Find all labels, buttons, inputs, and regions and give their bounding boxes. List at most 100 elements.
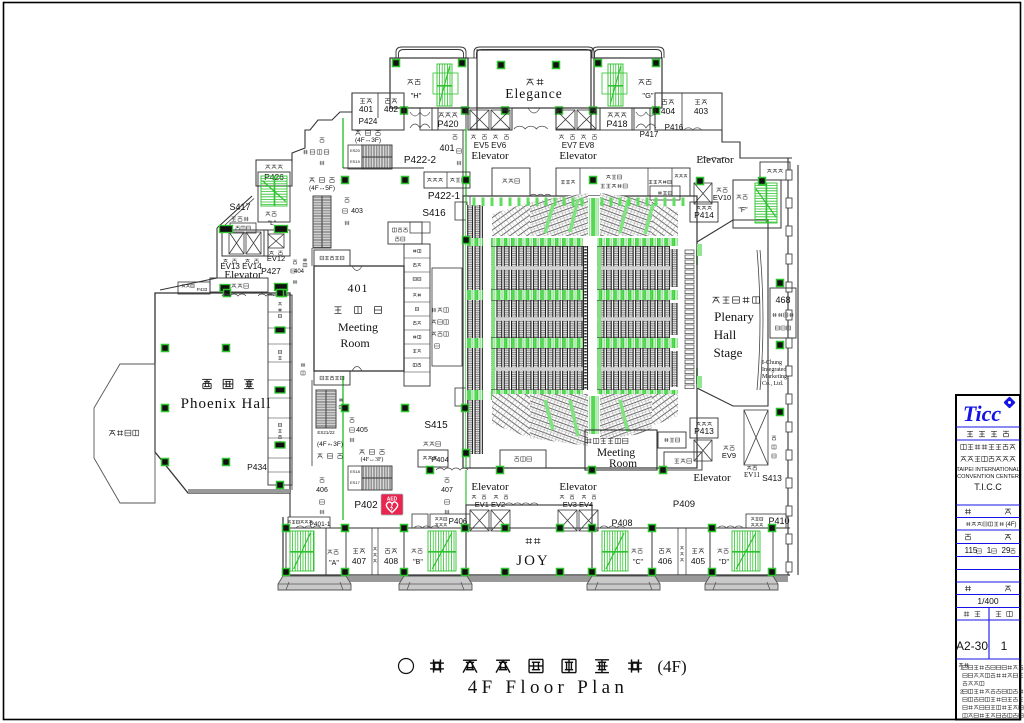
svg-text:P434: P434 xyxy=(247,462,267,472)
svg-text:405: 405 xyxy=(356,427,368,434)
svg-text:(4F): (4F) xyxy=(1006,522,1017,528)
svg-text:406: 406 xyxy=(658,556,672,566)
svg-text:Hall: Hall xyxy=(714,327,737,342)
svg-text:ES18: ES18 xyxy=(350,469,361,474)
svg-text:"A": "A" xyxy=(329,560,339,567)
svg-text:P418: P418 xyxy=(606,119,627,129)
svg-text:EV13 EV14: EV13 EV14 xyxy=(220,262,262,271)
svg-text:407: 407 xyxy=(352,556,366,566)
svg-text:(4F↔3F): (4F↔3F) xyxy=(317,441,343,448)
svg-text:(4F↔3F): (4F↔3F) xyxy=(355,137,381,144)
svg-text:P414: P414 xyxy=(694,210,714,220)
svg-text:406: 406 xyxy=(316,487,328,494)
svg-text:Elevator: Elevator xyxy=(559,150,597,162)
svg-text:P417: P417 xyxy=(640,130,659,139)
svg-text:402: 402 xyxy=(384,104,398,114)
svg-text:P409: P409 xyxy=(673,499,695,510)
svg-text:S415: S415 xyxy=(424,420,448,431)
svg-text:EV5 EV6: EV5 EV6 xyxy=(474,141,507,150)
svg-text:EV10: EV10 xyxy=(713,193,731,202)
svg-text:ES17: ES17 xyxy=(350,480,361,485)
svg-text:Marketing: Marketing xyxy=(762,374,787,380)
svg-text:Meeting: Meeting xyxy=(338,320,378,334)
svg-text:Meeting: Meeting xyxy=(597,447,636,459)
svg-text:P413: P413 xyxy=(694,426,714,436)
svg-text:Elevator: Elevator xyxy=(224,269,262,281)
svg-text:Elevator: Elevator xyxy=(693,472,731,484)
svg-text:"L": "L" xyxy=(268,220,277,227)
svg-text:2.: 2. xyxy=(960,690,964,696)
svg-text:EV1 EV2: EV1 EV2 xyxy=(475,500,505,509)
svg-text:Phoenix Hall: Phoenix Hall xyxy=(181,396,272,412)
svg-text:403: 403 xyxy=(694,106,708,116)
svg-text:Elevator: Elevator xyxy=(471,481,509,493)
svg-text:EV9: EV9 xyxy=(722,451,736,460)
svg-text:A2-30: A2-30 xyxy=(956,639,988,653)
svg-text:P427: P427 xyxy=(261,266,281,276)
svg-text:Room: Room xyxy=(340,336,370,350)
svg-text:TAIPEI INTERNATIONAL: TAIPEI INTERNATIONAL xyxy=(956,467,1019,473)
svg-text:Elevator: Elevator xyxy=(696,154,734,166)
svg-text:JOY: JOY xyxy=(516,553,550,569)
svg-text:1.: 1. xyxy=(960,666,964,672)
svg-text:ES19: ES19 xyxy=(350,159,361,164)
svg-text:"C": "C" xyxy=(633,559,644,566)
svg-text:"G": "G" xyxy=(642,91,653,100)
svg-text:401: 401 xyxy=(359,104,373,114)
svg-text:401: 401 xyxy=(439,143,454,153)
svg-text:403: 403 xyxy=(351,208,363,215)
svg-text:ES20: ES20 xyxy=(350,148,361,153)
svg-text:EV3 EV4: EV3 EV4 xyxy=(563,500,593,509)
svg-text:P410: P410 xyxy=(768,516,789,526)
svg-text:ES21/22: ES21/22 xyxy=(317,430,335,435)
svg-text:401: 401 xyxy=(348,281,369,295)
svg-text:404: 404 xyxy=(661,106,675,116)
svg-text:Stage: Stage xyxy=(714,345,743,360)
svg-text:"D": "D" xyxy=(719,559,730,566)
svg-text:Ticc: Ticc xyxy=(963,401,1001,426)
svg-text:P406: P406 xyxy=(449,517,468,526)
svg-text:P408: P408 xyxy=(611,518,632,528)
svg-text:P433: P433 xyxy=(197,287,208,292)
svg-text:1: 1 xyxy=(987,546,992,555)
svg-text:"H": "H" xyxy=(411,91,422,100)
svg-text:"B": "B" xyxy=(413,559,423,566)
svg-text:T.I.C.C: T.I.C.C xyxy=(974,482,1002,492)
svg-text:AED: AED xyxy=(387,497,398,503)
svg-text:CONVENTION CENTER: CONVENTION CENTER xyxy=(957,474,1019,480)
svg-text:(4F): (4F) xyxy=(657,657,686,676)
svg-text:Co., Ltd.: Co., Ltd. xyxy=(762,381,784,387)
svg-text:"F": "F" xyxy=(738,207,748,214)
svg-text:EV11: EV11 xyxy=(744,471,761,479)
svg-text:408: 408 xyxy=(384,556,398,566)
svg-text:(4F↔5F): (4F↔5F) xyxy=(309,185,335,192)
svg-text:115: 115 xyxy=(965,546,978,555)
svg-text:S417: S417 xyxy=(229,202,250,212)
svg-text:P404: P404 xyxy=(431,455,449,464)
svg-text:407: 407 xyxy=(441,487,453,494)
svg-text:Elevator: Elevator xyxy=(471,150,509,162)
svg-text:Elevator: Elevator xyxy=(559,481,597,493)
svg-text:1/400: 1/400 xyxy=(977,596,999,606)
svg-text:P424: P424 xyxy=(359,117,378,126)
svg-text:P422-1: P422-1 xyxy=(428,191,461,202)
svg-text:1: 1 xyxy=(1001,639,1008,653)
svg-text:S416: S416 xyxy=(422,208,446,219)
svg-text:P416: P416 xyxy=(665,123,684,132)
svg-text:Plenary: Plenary xyxy=(714,309,754,324)
svg-text:S413: S413 xyxy=(762,473,782,483)
svg-text:Room: Room xyxy=(609,458,637,470)
svg-text:Elegance: Elegance xyxy=(505,86,562,101)
svg-text:EV7 EV8: EV7 EV8 xyxy=(562,141,595,150)
svg-text:404: 404 xyxy=(294,269,305,275)
svg-text:405: 405 xyxy=(691,556,705,566)
svg-text:P401-1: P401-1 xyxy=(310,521,331,528)
svg-text:Integrated: Integrated xyxy=(762,367,786,373)
svg-text:468: 468 xyxy=(775,295,790,305)
svg-text:4F Floor Plan: 4F Floor Plan xyxy=(468,677,628,698)
svg-text:29: 29 xyxy=(1002,546,1011,555)
svg-text:EV12: EV12 xyxy=(267,254,285,263)
svg-text:P420: P420 xyxy=(437,119,458,129)
svg-text:(4F↔3F): (4F↔3F) xyxy=(361,456,384,463)
svg-text:P402: P402 xyxy=(354,500,378,511)
